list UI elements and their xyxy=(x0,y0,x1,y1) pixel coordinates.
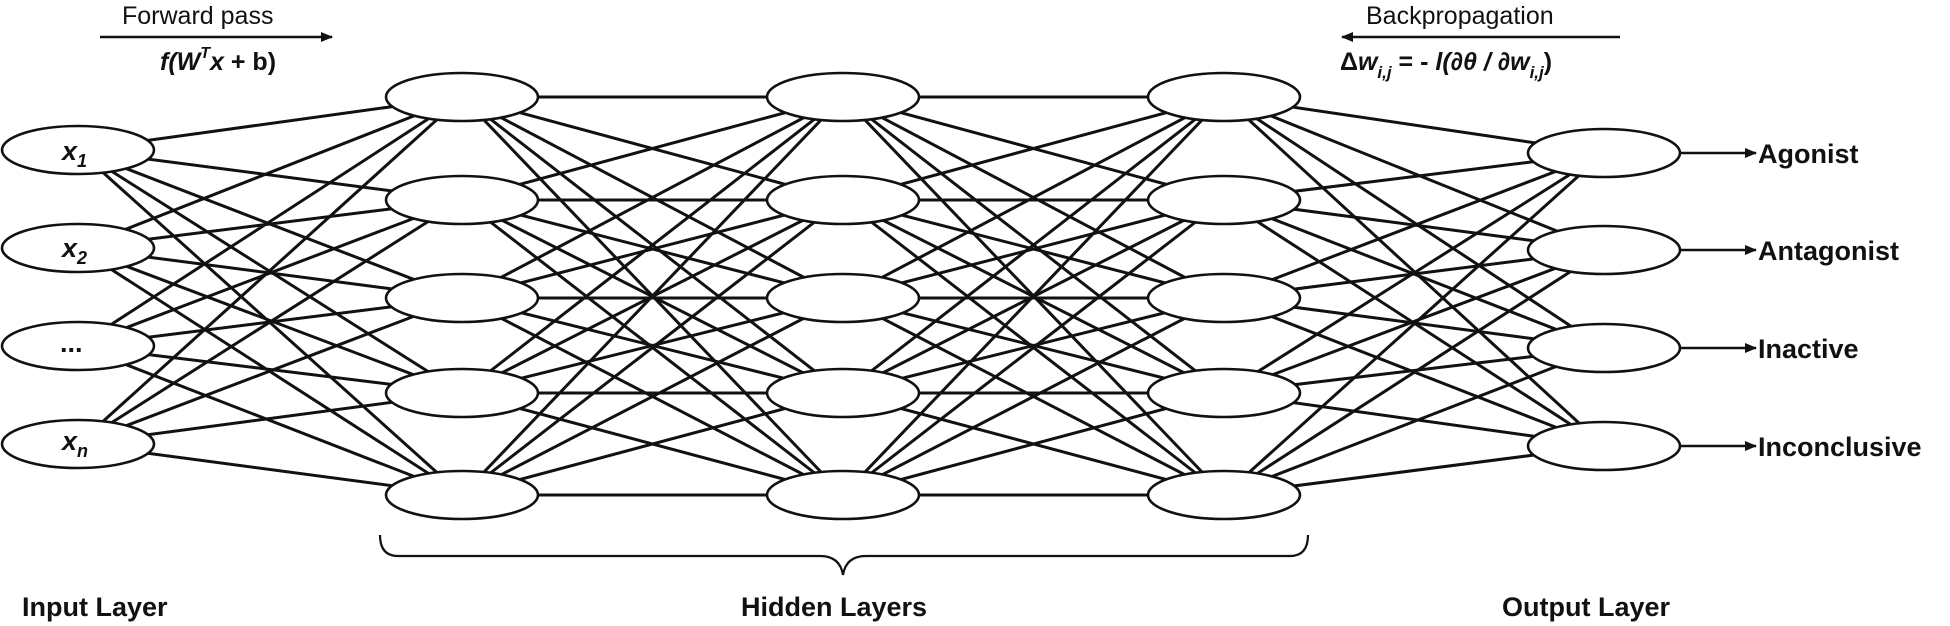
connection-line xyxy=(461,198,844,300)
output-labels: Agonist Antagonist Inactive Inconclusive xyxy=(1680,139,1922,462)
backprop-title: Backpropagation xyxy=(1366,2,1554,30)
connection-line xyxy=(77,95,463,348)
connection-line xyxy=(461,95,844,300)
connection-line xyxy=(461,198,844,497)
hidden-2-node-1 xyxy=(765,71,921,123)
connection-line xyxy=(1223,248,1605,497)
output-node-2 xyxy=(1526,224,1682,276)
hidden-layers-brace xyxy=(378,534,1310,576)
hidden-layers-label: Hidden Layers xyxy=(741,592,927,622)
connection-line xyxy=(842,296,1225,497)
output-node-3 xyxy=(1526,322,1682,374)
input-label-x1: x1 xyxy=(60,136,87,171)
connection-line xyxy=(460,95,845,497)
connection-line xyxy=(841,95,1226,497)
hidden-2-node-5 xyxy=(765,469,921,521)
hidden-1-node-2 xyxy=(384,174,540,226)
connection-line xyxy=(842,95,1225,395)
connection-line xyxy=(76,95,464,446)
connection-line xyxy=(461,296,844,395)
backprop-formula: Δwi,j = - l(∂θ / ∂wi,j) xyxy=(1340,48,1552,82)
connection-line xyxy=(77,296,463,446)
backprop-annotation: Backpropagation Δwi,j = - l(∂θ / ∂wi,j) xyxy=(1340,2,1620,82)
hidden-3-node-2 xyxy=(1146,174,1302,226)
output-node-4 xyxy=(1526,420,1682,472)
connection-line xyxy=(461,95,844,202)
input-node-4 xyxy=(0,418,156,470)
connection-line xyxy=(842,95,1225,202)
connection-line xyxy=(461,95,844,395)
hidden-1-node-4 xyxy=(384,367,540,419)
connection-line xyxy=(461,391,844,497)
connection-line xyxy=(1223,95,1605,252)
output-label-inconclusive: Inconclusive xyxy=(1758,432,1922,462)
output-label-agonist: Agonist xyxy=(1758,139,1859,169)
connection-line xyxy=(842,296,1225,395)
connection-line xyxy=(842,198,1225,300)
hidden-1-node-5 xyxy=(384,469,540,521)
hidden-2-node-2 xyxy=(765,174,921,226)
connection-line xyxy=(1223,248,1605,395)
hidden-3-node-5 xyxy=(1146,469,1302,521)
connection-line xyxy=(842,198,1225,497)
connection-line xyxy=(1222,151,1606,497)
hidden-3-node-4 xyxy=(1146,367,1302,419)
connection-line xyxy=(1223,95,1605,350)
hidden-1-node-3 xyxy=(384,272,540,324)
hidden-3-node-1 xyxy=(1146,71,1302,123)
connection-line xyxy=(77,95,463,250)
forward-formula: f(WTx + b) xyxy=(160,45,276,76)
input-layer-label: Input Layer xyxy=(22,592,168,622)
forward-pass-annotation: Forward pass f(WTx + b) xyxy=(100,2,333,76)
input-label-x2: x2 xyxy=(60,233,87,268)
forward-pass-title: Forward pass xyxy=(122,2,273,30)
hidden-3-node-3 xyxy=(1146,272,1302,324)
input-node-2 xyxy=(0,222,156,274)
input-node-3 xyxy=(0,320,156,372)
input-label-xn: xn xyxy=(60,426,88,461)
output-label-inactive: Inactive xyxy=(1758,334,1859,364)
hidden-1-node-1 xyxy=(384,71,540,123)
connection-line xyxy=(842,95,1225,300)
input-labels: x1 x2 ... xn xyxy=(60,136,88,461)
output-node-1 xyxy=(1526,127,1682,179)
network-nodes xyxy=(0,71,1682,521)
connection-line xyxy=(461,296,844,497)
connection-line xyxy=(77,344,463,497)
connection-line xyxy=(77,198,463,446)
hidden-2-node-3 xyxy=(765,272,921,324)
connection-line xyxy=(1223,346,1605,497)
output-label-antagonist: Antagonist xyxy=(1758,236,1899,266)
connection-line xyxy=(1223,151,1605,300)
hidden-2-node-4 xyxy=(765,367,921,419)
connection-line xyxy=(1223,151,1605,395)
input-label-ellipsis: ... xyxy=(60,328,83,358)
connection-line xyxy=(77,198,463,348)
output-layer-label: Output Layer xyxy=(1502,592,1671,622)
connection-line xyxy=(842,391,1225,497)
input-node-1 xyxy=(0,124,156,176)
